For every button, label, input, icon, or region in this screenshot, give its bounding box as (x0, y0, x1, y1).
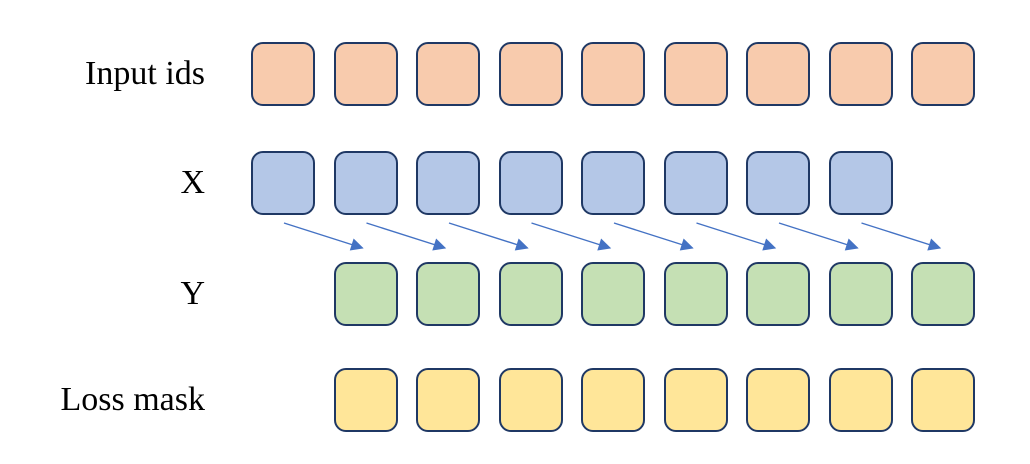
token-square-loss_mask (663, 368, 728, 432)
shift-arrow (283, 222, 364, 251)
token-square-loss_mask (416, 368, 480, 432)
token-square-loss_mask (498, 368, 563, 432)
token-square-input_ids (828, 42, 893, 106)
shift-arrow (531, 222, 612, 251)
token-square-x (333, 151, 398, 215)
token-square-y (581, 262, 645, 326)
token-square-input_ids (416, 42, 480, 106)
token-square-input_ids (498, 42, 563, 106)
shift-arrow (613, 222, 694, 251)
row-label-input-ids: Input ids (85, 55, 205, 92)
shift-arrow (366, 222, 447, 251)
token-square-loss_mask (333, 368, 398, 432)
token-square-y (498, 262, 563, 326)
token-square-loss_mask (746, 368, 810, 432)
token-square-input_ids (581, 42, 645, 106)
token-square-input_ids (333, 42, 398, 106)
token-square-loss_mask (911, 368, 975, 432)
token-square-input_ids (746, 42, 810, 106)
shift-arrow (861, 222, 942, 251)
token-square-x (828, 151, 893, 215)
token-square-loss_mask (828, 368, 893, 432)
token-square-y (663, 262, 728, 326)
token-square-x (746, 151, 810, 215)
row-label-x: X (180, 164, 205, 201)
shift-arrow (696, 222, 777, 251)
token-square-x (251, 151, 315, 215)
token-square-x (416, 151, 480, 215)
token-square-loss_mask (581, 368, 645, 432)
token-square-y (911, 262, 975, 326)
token-square-input_ids (251, 42, 315, 106)
token-square-y (416, 262, 480, 326)
token-square-y (746, 262, 810, 326)
token-square-y (333, 262, 398, 326)
row-label-y: Y (180, 275, 205, 312)
token-square-x (498, 151, 563, 215)
token-square-x (663, 151, 728, 215)
shift-arrow (448, 222, 529, 251)
row-label-loss-mask: Loss mask (60, 381, 206, 418)
token-square-input_ids (663, 42, 728, 106)
token-square-x (581, 151, 645, 215)
shift-arrow (778, 222, 859, 251)
token-square-input_ids (911, 42, 975, 106)
token-square-y (828, 262, 893, 326)
